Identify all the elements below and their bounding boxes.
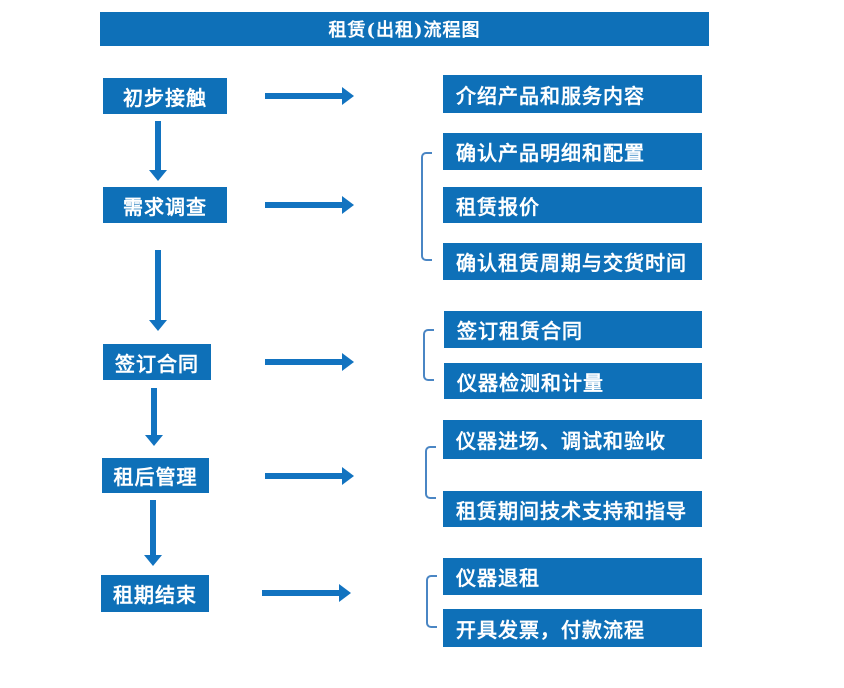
arrow-right-icon [265, 353, 354, 371]
detail-invoice-payment-process: 开具发票，付款流程 [443, 609, 702, 647]
step-sign-contract: 签订合同 [103, 344, 211, 380]
group-bracket-icon [423, 329, 434, 381]
flowchart-title: 租赁(出租)流程图 [100, 12, 709, 46]
detail-instrument-testing-measurement: 仪器检测和计量 [444, 363, 702, 399]
arrow-down-icon [144, 388, 164, 446]
step-rental-period-end: 租期结束 [101, 575, 209, 612]
arrow-down-icon [148, 250, 168, 331]
group-bracket-icon [426, 575, 437, 628]
detail-confirm-rental-period-delivery: 确认租赁周期与交货时间 [443, 243, 702, 280]
step-initial-contact: 初步接触 [103, 78, 227, 114]
detail-introduce-products-services: 介绍产品和服务内容 [443, 75, 702, 113]
arrow-down-icon [143, 500, 163, 566]
arrow-right-icon [265, 87, 354, 105]
detail-rental-tech-support-guidance: 租赁期间技术支持和指导 [443, 491, 702, 527]
arrow-down-icon [148, 121, 168, 181]
step-demand-survey: 需求调查 [103, 187, 227, 223]
group-bracket-icon [425, 446, 436, 499]
detail-rental-quotation: 租赁报价 [443, 187, 702, 223]
arrow-right-icon [262, 584, 351, 602]
step-post-rental-management: 租后管理 [102, 458, 209, 493]
arrow-right-icon [265, 467, 354, 485]
arrow-right-icon [265, 196, 354, 214]
detail-instrument-return: 仪器退租 [443, 558, 702, 595]
detail-confirm-product-details-config: 确认产品明细和配置 [443, 133, 702, 170]
detail-sign-rental-contract: 签订租赁合同 [444, 311, 702, 348]
group-bracket-icon [421, 152, 432, 261]
detail-instrument-entry-debug-acceptance: 仪器进场、调试和验收 [443, 420, 702, 459]
